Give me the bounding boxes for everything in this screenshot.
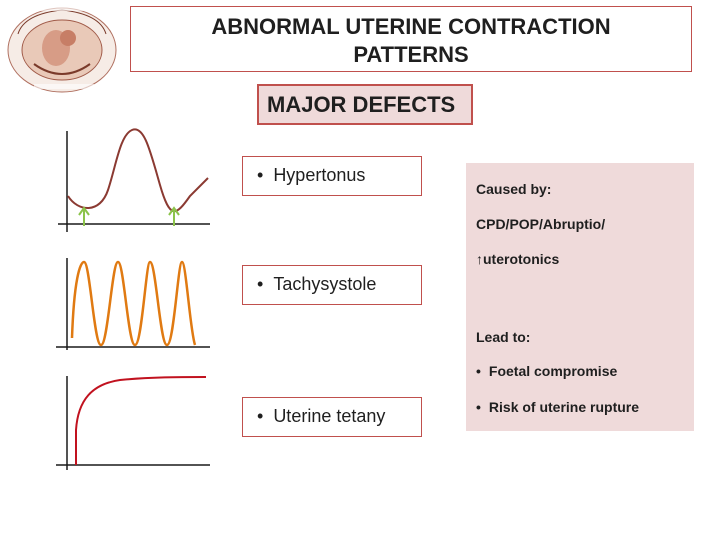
bullet: • [476,363,481,379]
tachysystole-curve [70,260,197,347]
causes-line-2: ↑uterotonics [476,251,559,267]
bullet: • [257,165,264,185]
logo-emblem [7,6,117,93]
title-box: ABNORMAL UTERINE CONTRACTION PATTERNS [130,6,692,72]
hypertonus-text: Hypertonus [273,165,366,185]
bullet: • [476,399,481,415]
causes-line-1: CPD/POP/Abruptio/ [476,216,606,232]
section-heading: MAJOR DEFECTS [257,84,473,125]
green-up-arrow-icon [78,206,90,226]
causes-line-2-text: uterotonics [483,251,560,267]
lead-to-item-text: Risk of uterine rupture [488,399,640,415]
tetany-label: • Uterine tetany [242,397,422,437]
hospital-logo [4,4,120,94]
tachysystole-graph [56,258,210,350]
tetany-text: Uterine tetany [273,406,386,426]
lead-to-heading: Lead to: [476,329,531,345]
page-title: ABNORMAL UTERINE CONTRACTION PATTERNS [211,14,611,67]
hypertonus-graph [58,128,210,232]
hypertonus-curve [67,128,209,213]
bullet: • [257,274,264,294]
causes-info-box: Caused by: CPD/POP/Abruptio/ ↑uterotonic… [466,163,694,431]
tachysystole-text: Tachysystole [273,274,377,294]
tetany-graph [56,376,210,470]
tachysystole-label: • Tachysystole [242,265,422,305]
lead-to-item: • Foetal compromise [476,363,617,379]
up-arrow-icon: ↑ [476,251,483,267]
tetany-curve [75,376,207,465]
bullet: • [257,406,264,426]
caused-by-heading: Caused by: [476,181,552,197]
green-up-arrow-icon [168,206,180,226]
hypertonus-label: • Hypertonus [242,156,422,196]
lead-to-item: • Risk of uterine rupture [476,399,639,415]
lead-to-item-text: Foetal compromise [488,363,618,379]
